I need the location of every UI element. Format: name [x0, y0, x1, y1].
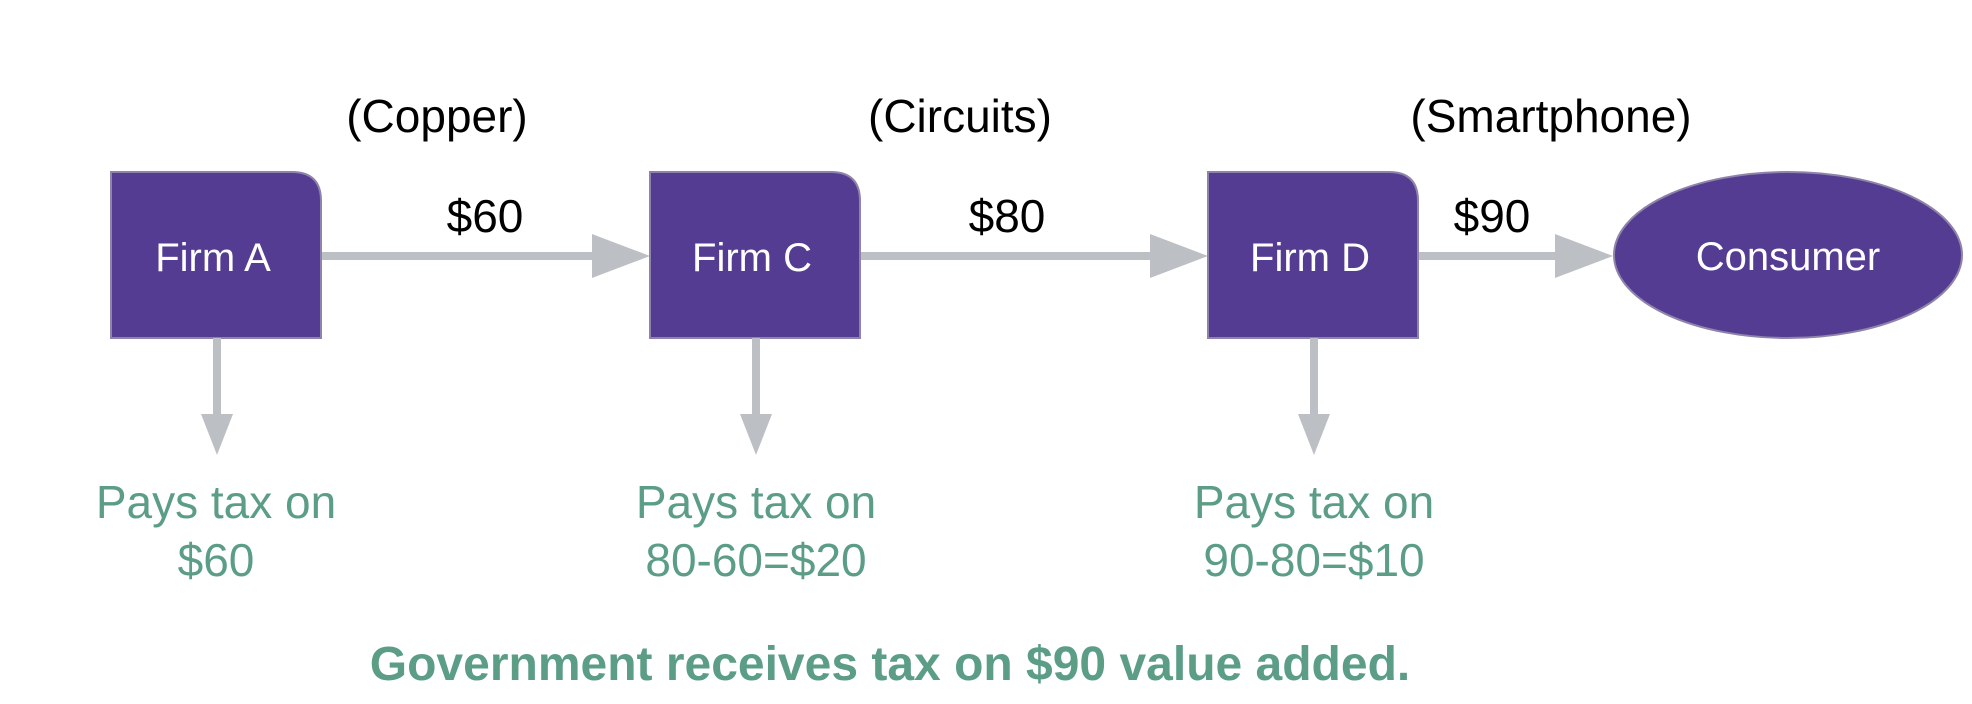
- price-label-c-to-d: $80: [969, 190, 1046, 242]
- tax-note-firm-a-line2: $60: [178, 534, 255, 586]
- node-label-firm-a: Firm A: [155, 236, 271, 280]
- node-label-firm-c: Firm C: [692, 236, 812, 280]
- product-label-circuits: (Circuits): [868, 90, 1052, 142]
- summary-text: Government receives tax on $90 value add…: [370, 638, 1410, 691]
- node-label-consumer: Consumer: [1696, 235, 1881, 279]
- arrow-firm-d-to-tax: [1298, 338, 1330, 455]
- tax-note-firm-a-line1: Pays tax on: [96, 476, 336, 528]
- arrow-firm-c-to-firm-d: [860, 234, 1208, 278]
- product-label-smartphone: (Smartphone): [1410, 90, 1691, 142]
- tax-note-firm-d-line1: Pays tax on: [1194, 476, 1434, 528]
- tax-note-firm-c-line1: Pays tax on: [636, 476, 876, 528]
- tax-note-firm-d-line2: 90-80=$10: [1203, 534, 1424, 586]
- node-firm-d: Firm D: [1207, 171, 1419, 339]
- tax-note-firm-c-line2: 80-60=$20: [645, 534, 866, 586]
- arrow-firm-a-to-firm-c: [321, 234, 650, 278]
- arrow-firm-a-to-tax: [201, 338, 233, 455]
- arrow-firm-c-to-tax: [740, 338, 772, 455]
- price-label-a-to-c: $60: [447, 190, 524, 242]
- price-label-d-to-consumer: $90: [1454, 190, 1531, 242]
- node-label-firm-d: Firm D: [1250, 236, 1370, 280]
- node-firm-a: Firm A: [110, 171, 322, 339]
- arrow-firm-d-to-consumer: [1418, 234, 1613, 278]
- product-label-copper: (Copper): [346, 90, 528, 142]
- node-consumer: Consumer: [1613, 171, 1963, 339]
- node-firm-c: Firm C: [649, 171, 861, 339]
